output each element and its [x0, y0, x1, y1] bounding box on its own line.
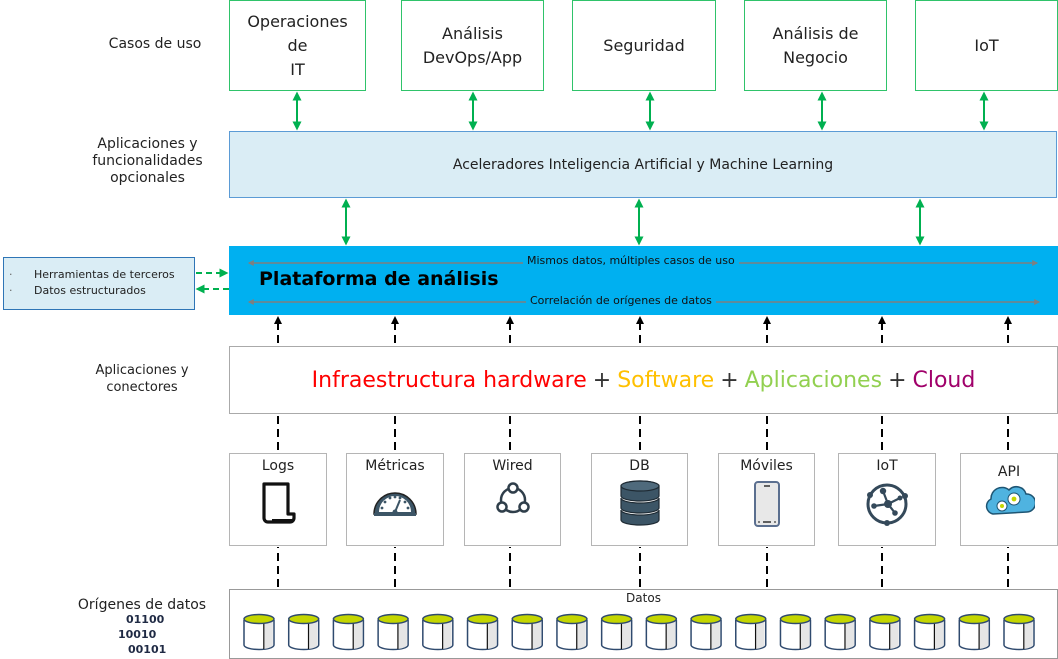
platform-caption-top: Mismos datos, múltiples casos de uso: [523, 254, 739, 267]
use-case-label: Análisis: [442, 23, 503, 43]
bullet: ·: [9, 284, 13, 297]
infra-software: Software: [617, 367, 715, 393]
row-label-line: conectores: [106, 380, 178, 395]
row-label-line: funcionalidades: [92, 153, 203, 169]
iot-hub-icon: [866, 483, 908, 526]
third-party-item: · Herramientas de terceros: [9, 267, 194, 283]
data-cylinder: [243, 613, 275, 651]
data-cylinder: [913, 613, 946, 651]
source-wired[interactable]: Wired: [464, 453, 561, 546]
row-label-optional-apps: Aplicaciones y funcionalidades opcionale…: [80, 136, 215, 187]
ai-ml-accelerators-bar[interactable]: Aceleradores Inteligencia Artificial y M…: [229, 131, 1057, 198]
row-label-line: Aplicaciones y: [97, 136, 198, 152]
data-cylinder: [735, 613, 767, 651]
network-nodes-icon: [495, 482, 530, 514]
data-cylinder: [645, 613, 678, 651]
infra-hardware: Infraestructura hardware: [311, 367, 587, 393]
third-party-item: · Datos estructurados: [9, 283, 194, 299]
use-case-label: IT: [290, 59, 305, 79]
platform-title: Plataforma de análisis: [259, 268, 499, 290]
accelerators-label: Aceleradores Inteligencia Artificial y M…: [452, 156, 834, 173]
data-store-title: Datos: [626, 591, 661, 605]
cloud-gears-icon: [985, 486, 1035, 515]
document-icon: [262, 482, 296, 524]
source-iot[interactable]: IoT: [838, 453, 936, 546]
source-connectors: [274, 316, 1012, 587]
data-cylinder: [958, 613, 991, 651]
use-case-label: Seguridad: [603, 35, 685, 55]
data-cylinder: [511, 613, 543, 651]
data-cylinder: [422, 613, 454, 651]
use-case-label: Operaciones de: [247, 11, 348, 55]
data-cylinder: [377, 613, 409, 651]
row-label-line: Aplicaciones y: [95, 363, 189, 378]
source-db[interactable]: DB: [591, 453, 688, 546]
row-label-data-sources: Orígenes de datos: [77, 597, 207, 613]
use-case-it-operations[interactable]: Operaciones de IT: [229, 0, 366, 91]
infra-applications: Aplicaciones: [744, 367, 883, 393]
plus-separator: +: [720, 367, 739, 393]
data-cylinder: [466, 613, 499, 651]
bullet: ·: [9, 268, 13, 281]
source-label: API: [997, 464, 1021, 480]
binary-line: 10010: [118, 628, 157, 641]
data-cylinder: [556, 613, 588, 651]
gauge-icon: [373, 492, 417, 516]
third-party-item-label: Datos estructurados: [34, 284, 146, 297]
use-case-label: DevOps/App: [422, 47, 523, 67]
source-logs[interactable]: Logs: [229, 453, 327, 546]
plus-separator: +: [888, 367, 907, 393]
analytics-platform[interactable]: Plataforma de análisis Mismos datos, múl…: [229, 246, 1058, 315]
source-label: Wired: [492, 458, 533, 474]
source-api[interactable]: API: [960, 453, 1058, 546]
third-party-tools-box[interactable]: · Herramientas de terceros · Datos estruct…: [3, 257, 195, 310]
data-cylinder: [287, 613, 320, 651]
binary-line: 00101: [128, 643, 167, 656]
use-case-iot[interactable]: IoT: [915, 0, 1058, 91]
use-case-label: IoT: [974, 35, 999, 55]
plus-separator: +: [592, 367, 612, 393]
data-cylinder: [869, 613, 901, 651]
mobile-phone-icon: [753, 481, 780, 527]
row-label-line: opcionales: [110, 170, 185, 186]
source-label: Móviles: [740, 458, 793, 474]
row-label-connectors: Aplicaciones y conectores: [82, 362, 202, 396]
source-label: DB: [629, 458, 650, 474]
data-store[interactable]: Datos: [229, 589, 1058, 659]
infrastructure-bar[interactable]: Infraestructura hardware + Software + Ap…: [229, 346, 1058, 414]
data-cylinder: [600, 613, 633, 651]
source-metrics[interactable]: Métricas: [346, 453, 444, 546]
database-icon: [619, 480, 660, 526]
source-mobiles[interactable]: Móviles: [718, 453, 815, 546]
infra-cloud: Cloud: [912, 367, 976, 393]
data-cylinder: [779, 613, 812, 651]
data-cylinder: [690, 613, 722, 651]
source-label: IoT: [876, 458, 898, 474]
data-cylinder: [824, 613, 856, 651]
use-case-label: Análisis de: [772, 23, 859, 43]
source-label: Métricas: [365, 458, 425, 474]
third-party-item-label: Herramientas de terceros: [34, 268, 175, 281]
binary-line: 01100: [126, 613, 165, 626]
use-case-business-analysis[interactable]: Análisis de Negocio: [744, 0, 887, 91]
data-cylinders: [243, 613, 1035, 651]
source-label: Logs: [261, 458, 295, 474]
data-cylinder: [1003, 613, 1035, 651]
accel-platform-arrows: [341, 198, 925, 246]
row-label-use-cases: Casos de uso: [108, 36, 202, 52]
data-cylinder: [332, 613, 365, 651]
usecase-arrows: [292, 91, 989, 131]
platform-caption-bottom: Correlación de orígenes de datos: [526, 294, 716, 307]
use-case-security[interactable]: Seguridad: [572, 0, 716, 91]
use-case-label: Negocio: [783, 47, 848, 67]
